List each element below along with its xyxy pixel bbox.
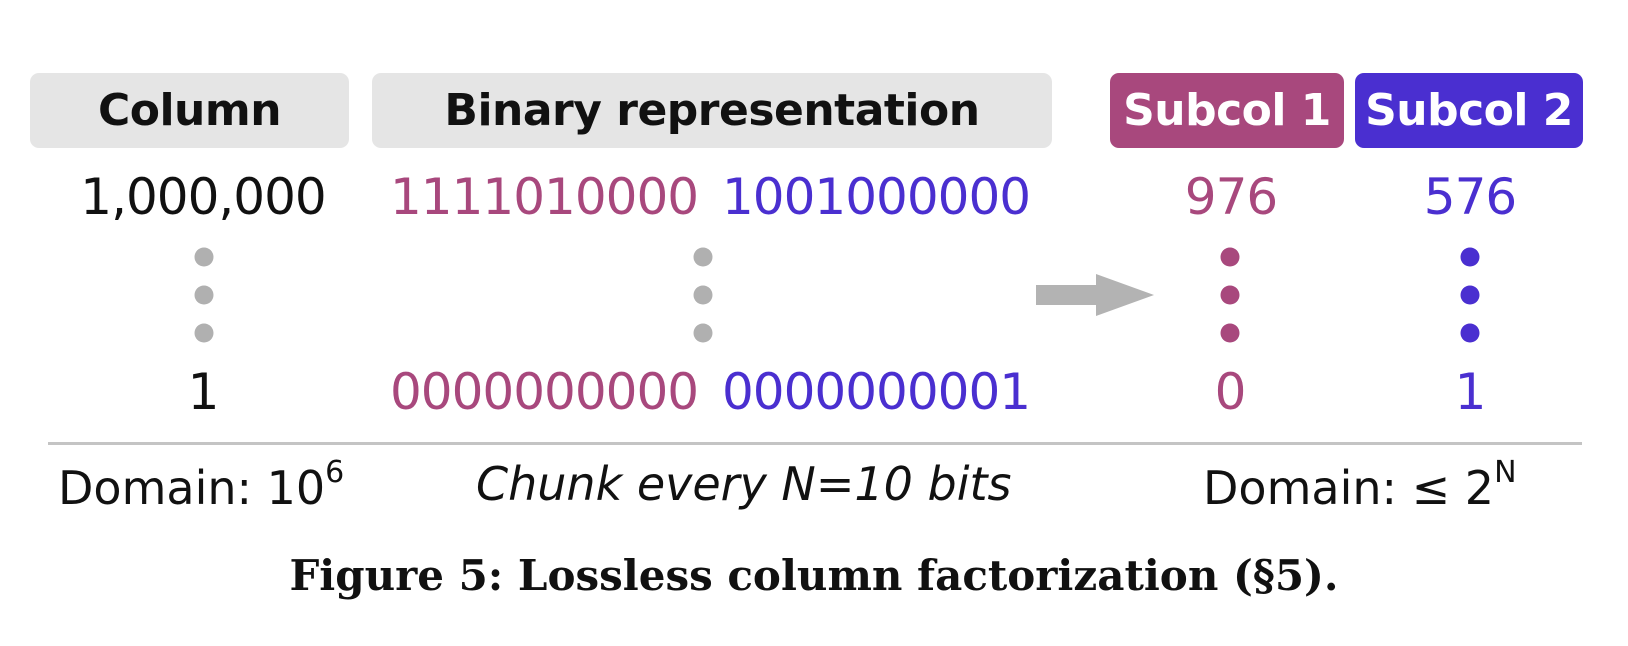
column-header: Column <box>30 73 349 148</box>
figure-caption: Figure 5: Lossless column factorization … <box>289 551 1339 600</box>
binary-representation-header: Binary representation <box>372 73 1052 148</box>
subcol2-value-top: 576 <box>1423 168 1517 226</box>
subcol1-header: Subcol 1 <box>1110 73 1344 148</box>
chunk-label: Chunk every N=10 bits <box>476 457 1012 511</box>
right-arrow-icon <box>1036 274 1154 316</box>
column-value-top: 1,000,000 <box>80 168 326 226</box>
subcol2-header: Subcol 2 <box>1355 73 1583 148</box>
column-value-bottom: 1 <box>187 363 220 421</box>
domain-left-prefix: Domain: 10 <box>58 461 326 515</box>
binary-high-top: 1111010000 <box>390 168 699 226</box>
domain-right-label: Domain: ≤ 2N <box>1203 458 1517 516</box>
subcol2-value-bottom: 1 <box>1454 363 1487 421</box>
domain-left-label: Domain: 106 <box>58 458 344 516</box>
domain-right-exponent: N <box>1494 455 1517 490</box>
subcol1-value-top: 976 <box>1184 168 1278 226</box>
binary-low-bottom: 0000000001 <box>722 363 1031 421</box>
subcol1-value-bottom: 0 <box>1214 363 1247 421</box>
divider-line <box>48 442 1582 445</box>
binary-low-top: 1001000000 <box>722 168 1031 226</box>
binary-high-bottom: 0000000000 <box>390 363 699 421</box>
domain-left-exponent: 6 <box>325 455 345 490</box>
domain-right-prefix: Domain: ≤ 2 <box>1203 461 1495 515</box>
